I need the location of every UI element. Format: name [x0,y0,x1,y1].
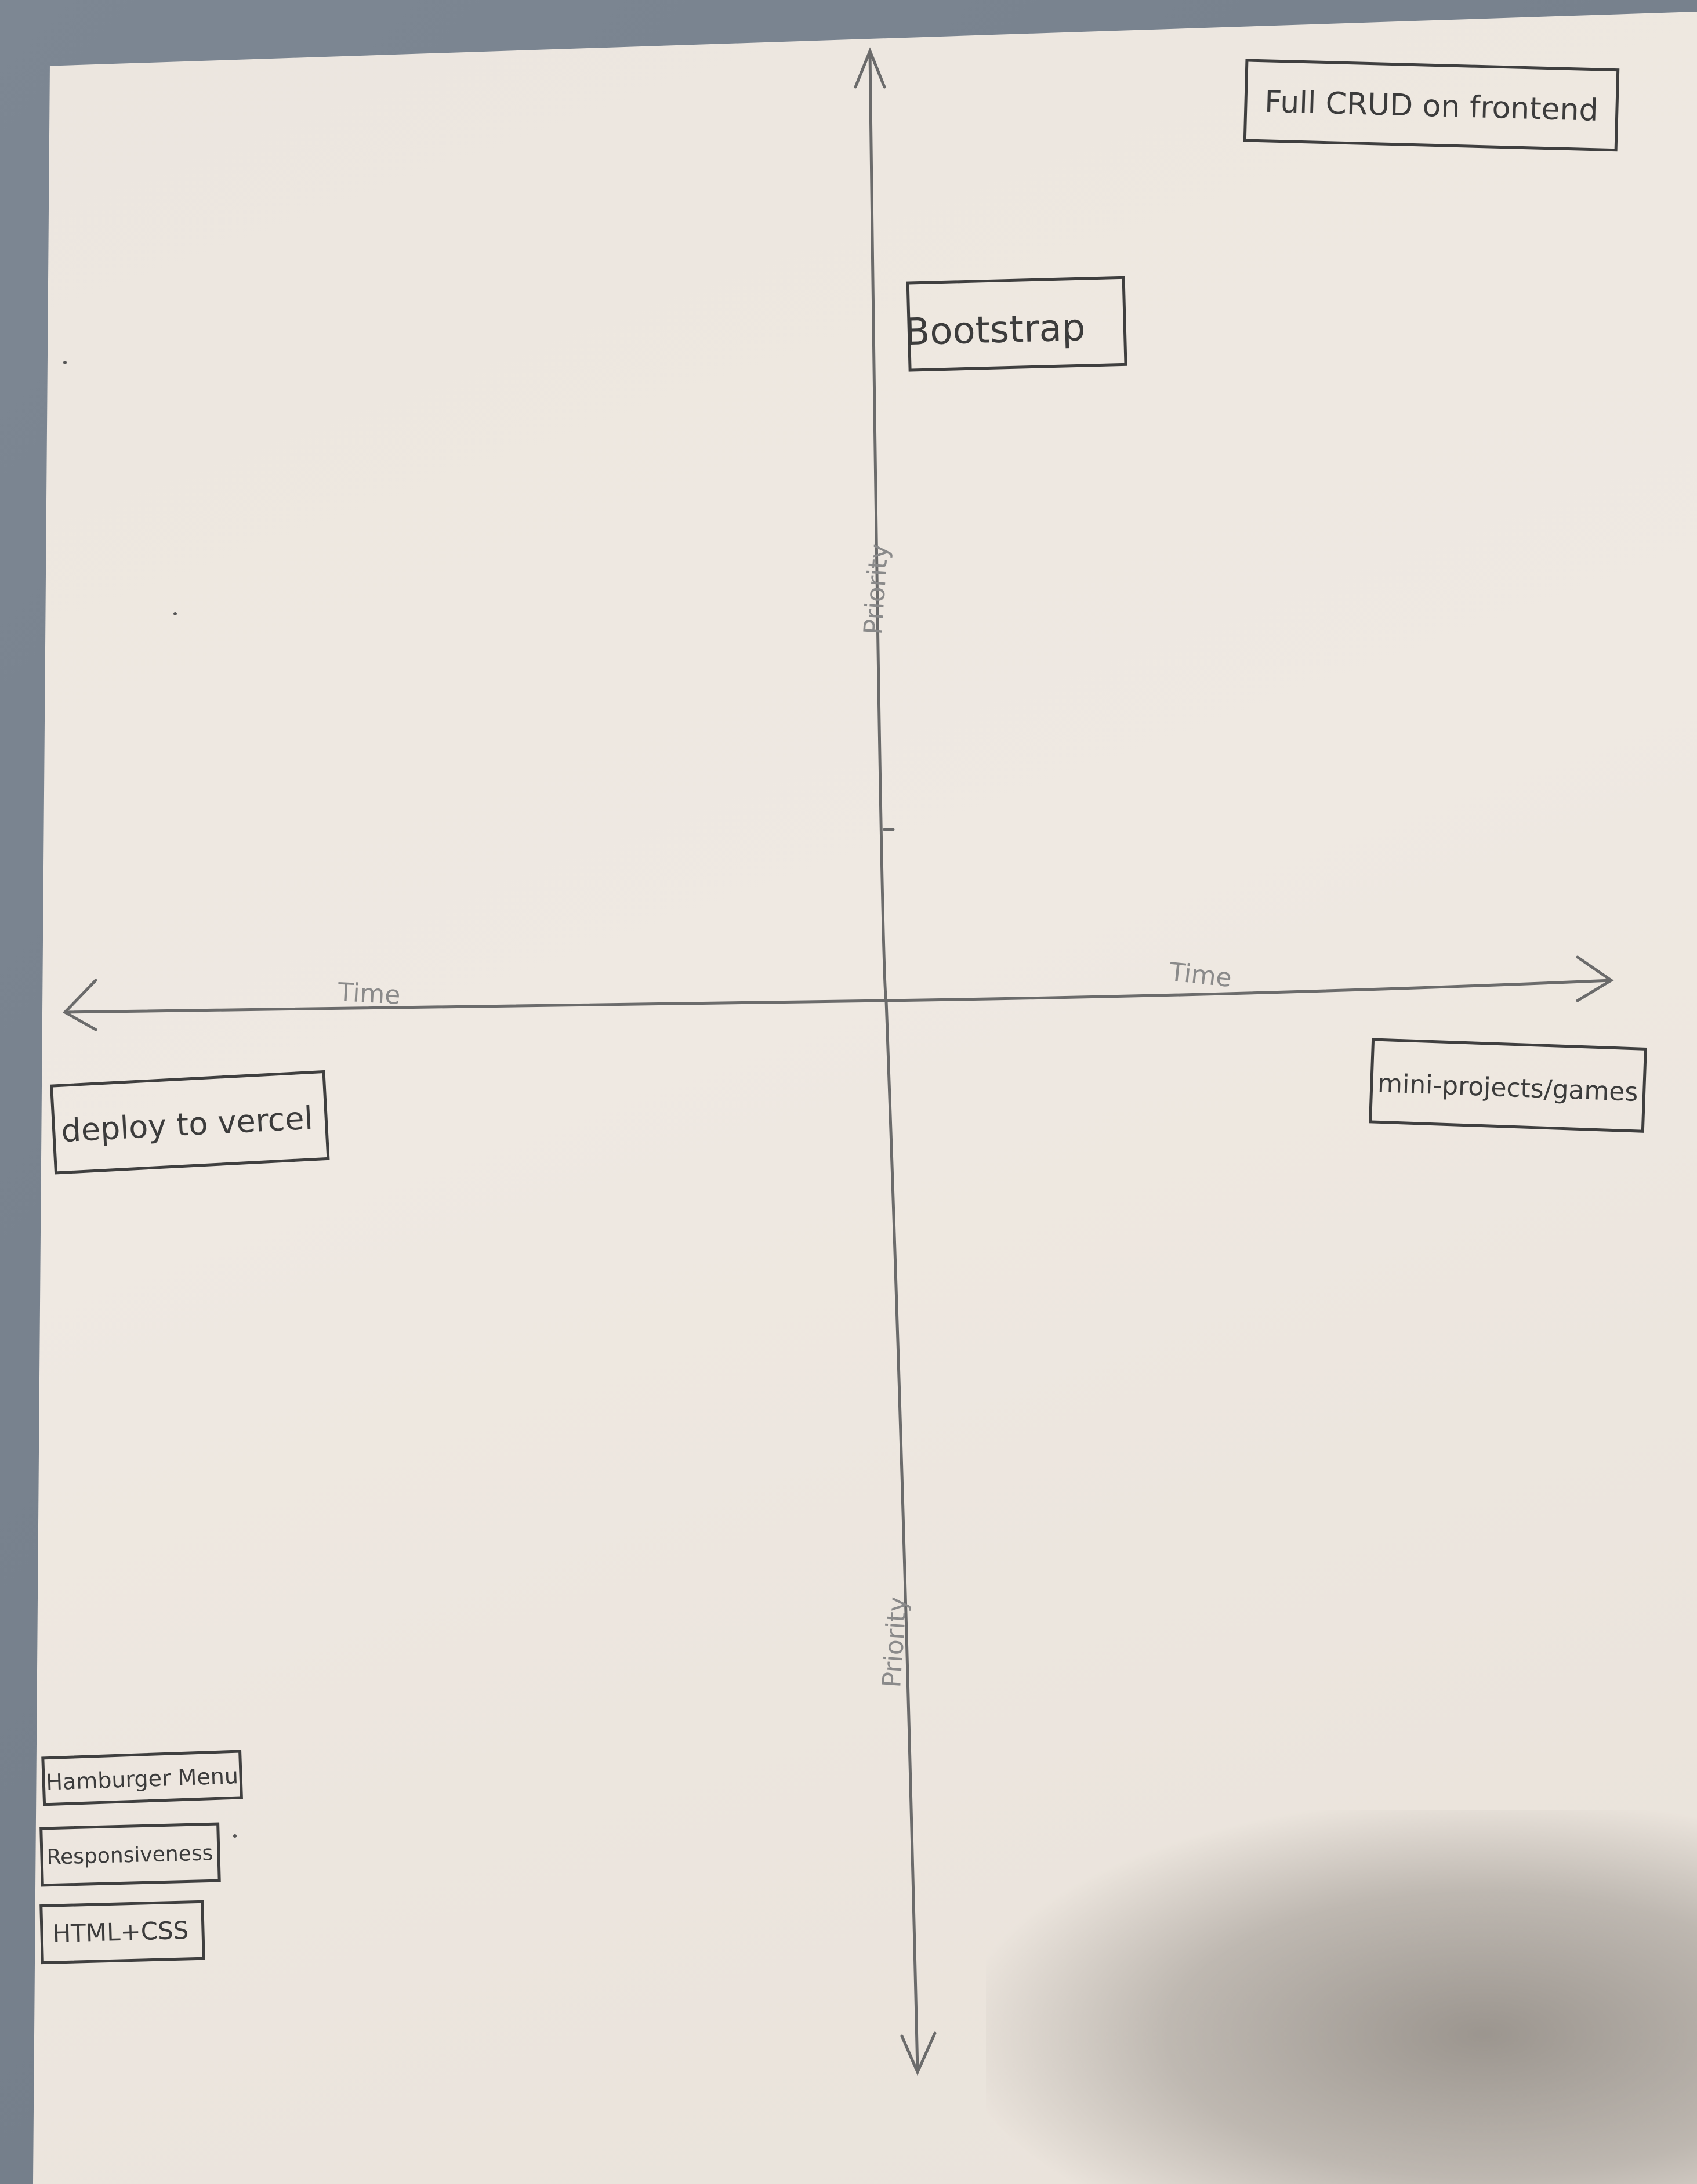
paper-sheet [32,12,1697,2184]
item-html-css-box [39,1900,205,1965]
item-full-crud-label: Full CRUD on frontend [1264,85,1599,128]
item-mini-projects-box [1369,1038,1647,1133]
time-label-left: Time [336,977,401,1010]
item-hamburger-menu: Hamburger Menu [41,1750,243,1806]
vertical-axis-arrow-top [854,47,886,89]
pencil-speck [173,612,177,615]
item-html-css-label: HTML+CSS [52,1916,189,1948]
horizontal-axis-arrow-left [62,979,97,1031]
item-mini-projects: mini-projects/games [1369,1038,1647,1133]
item-hamburger-menu-label: Hamburger Menu [46,1763,239,1795]
item-full-crud: Full CRUD on frontend [1243,59,1620,152]
vertical-axis-arrow-bottom [900,2031,937,2076]
priority-label-top: Priority [858,543,894,636]
item-hamburger-menu-box [41,1750,243,1806]
time-label-right: Time [1167,957,1233,993]
item-full-crud-box [1243,59,1620,152]
item-responsiveness-box [39,1822,221,1887]
priority-label-bottom: Priority [877,1596,913,1689]
horizontal-axis-arrow-right [1576,955,1614,1002]
item-bootstrap: Bootstrap [904,276,1127,372]
horizontal-axis [63,979,1613,1014]
pencil-speck [233,1834,237,1838]
item-html-css: HTML+CSS [39,1900,205,1965]
shadow [986,1810,1697,2184]
item-deploy-vercel-label: deploy to vercel [60,1100,314,1150]
item-deploy-vercel-box [50,1070,330,1175]
item-mini-projects-label: mini-projects/games [1377,1069,1638,1107]
item-bootstrap-label: Bootstrap [904,306,1086,354]
item-responsiveness: Responsiveness [39,1822,221,1887]
item-deploy-vercel: deploy to vercel [50,1070,330,1175]
pencil-speck [63,361,67,364]
item-bootstrap-box [906,276,1127,372]
item-responsiveness-label: Responsiveness [46,1841,213,1869]
